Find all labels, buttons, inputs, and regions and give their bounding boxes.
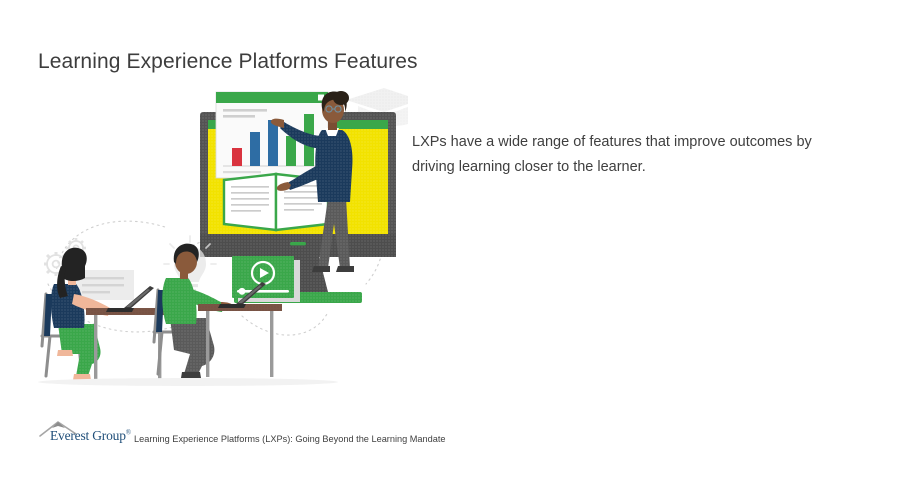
presenter-figure <box>270 91 354 272</box>
logo-text: Everest Group® <box>50 428 131 444</box>
student-figure-left <box>40 247 110 380</box>
window-control-icon <box>318 94 324 101</box>
logo-registered-mark: ® <box>125 428 131 437</box>
mountain-peak-icon <box>39 421 77 437</box>
video-player-card <box>232 256 300 302</box>
online-learning-illustration <box>28 78 408 408</box>
footer-caption: Learning Experience Platforms (LXPs): Go… <box>134 434 446 444</box>
page-title: Learning Experience Platforms Features <box>38 50 418 74</box>
footer: Everest Group® Learning Experience Platf… <box>38 420 446 446</box>
open-book <box>222 172 330 232</box>
student-desk-right <box>198 282 282 377</box>
body-paragraph: LXPs have a wide range of features that … <box>412 133 812 175</box>
everest-group-logo: Everest Group® <box>38 420 131 446</box>
floor-shadow <box>38 378 338 386</box>
student-figure-right <box>152 243 234 378</box>
logo-name: Everest Group <box>50 428 126 443</box>
